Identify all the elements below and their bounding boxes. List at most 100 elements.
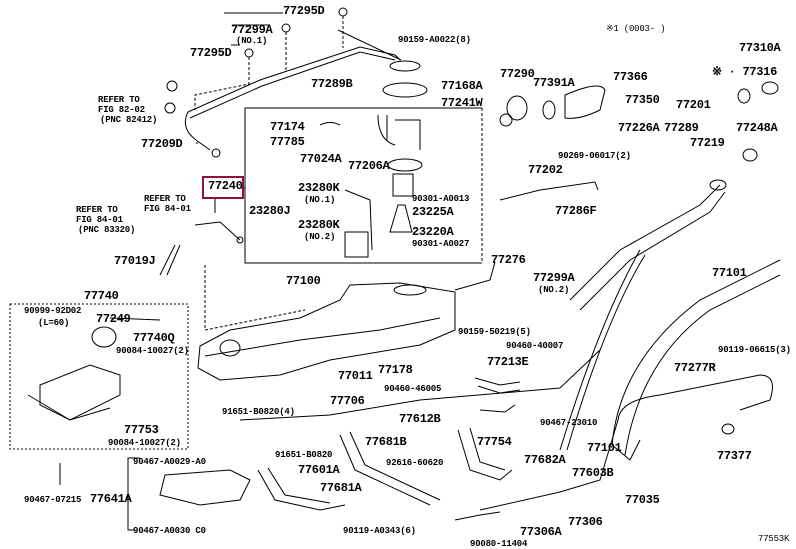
part-callout[interactable]: 77681A <box>320 481 362 495</box>
part-callout[interactable]: 77219 <box>690 136 725 150</box>
part-callout[interactable]: 90467-07215 <box>24 495 82 505</box>
part-callout[interactable]: 77740Q <box>133 331 175 345</box>
part-callout[interactable]: 90080-11404 <box>470 539 528 549</box>
part-callout[interactable]: 77682A <box>524 453 566 467</box>
highlighted-part-label[interactable]: 77240 <box>208 179 243 193</box>
part-callout[interactable]: 23280K <box>298 218 340 232</box>
part-callout[interactable]: 90301-A0027 <box>412 239 470 249</box>
part-callout: (NO.2) <box>304 232 336 242</box>
part-callout[interactable]: 23225A <box>412 205 454 219</box>
part-callout[interactable]: 77168A <box>441 79 483 93</box>
part-callout[interactable]: 90467-A0029-A0 <box>133 457 206 467</box>
part-callout[interactable]: 77101 <box>712 266 747 280</box>
part-callout[interactable]: 77295D <box>190 46 232 60</box>
part-callout[interactable]: 77641A <box>90 492 132 506</box>
part-callout[interactable]: 77601A <box>298 463 340 477</box>
part-callout[interactable]: 77290 <box>500 67 535 81</box>
part-callout[interactable]: 77249 <box>96 312 131 326</box>
part-callout[interactable]: 77289 <box>664 121 699 135</box>
fuel-pump-group-box <box>244 107 482 264</box>
part-callout[interactable]: 90159-A0022(8) <box>398 35 471 45</box>
part-callout[interactable]: 77035 <box>625 493 660 507</box>
part-callout[interactable]: 77295D <box>283 4 325 18</box>
part-callout[interactable]: 77753 <box>124 423 159 437</box>
part-callout[interactable]: 90467-A0030 C0 <box>133 526 206 536</box>
part-callout[interactable]: 77754 <box>477 435 512 449</box>
part-callout[interactable]: 23220A <box>412 225 454 239</box>
part-callout[interactable]: 77201 <box>676 98 711 112</box>
part-callout: FIG 84-01 <box>76 215 123 225</box>
part-callout: (PNC 82412) <box>100 115 158 125</box>
part-callout[interactable]: 77174 <box>270 120 305 134</box>
highlighted-part-77240[interactable] <box>202 176 244 199</box>
part-callout: ※ · 77316 <box>712 65 777 79</box>
part-callout[interactable]: 77299A <box>533 271 575 285</box>
filler-neck <box>569 184 726 311</box>
part-callout[interactable]: 90119-06615(3) <box>718 345 791 355</box>
part-callout[interactable]: 77350 <box>625 93 660 107</box>
fuel-line-main <box>187 46 401 119</box>
filler-protector <box>611 259 781 461</box>
part-callout[interactable]: 77206A <box>348 159 390 173</box>
part-callout[interactable]: 90301-A0013 <box>412 194 470 204</box>
canister <box>39 364 121 421</box>
part-callout[interactable]: 23280K <box>298 181 340 195</box>
part-callout[interactable]: 77603B <box>572 466 614 480</box>
diagram-id: 77553K <box>758 534 790 544</box>
part-callout[interactable]: 90999-92D02 <box>24 306 82 316</box>
part-callout[interactable]: 77366 <box>613 70 648 84</box>
part-callout[interactable]: 77306A <box>520 525 562 539</box>
fuel-tank <box>197 282 456 381</box>
part-callout[interactable]: 77101 <box>587 441 622 455</box>
part-callout[interactable]: 77289B <box>311 77 353 91</box>
part-callout[interactable]: 77248A <box>736 121 778 135</box>
part-callout[interactable]: 90467-23010 <box>540 418 598 428</box>
part-callout: FIG 84-01 <box>144 204 191 214</box>
part-callout[interactable]: 23280J <box>249 204 291 218</box>
part-callout[interactable]: 77019J <box>114 254 156 268</box>
part-callout[interactable]: 77241W <box>441 96 483 110</box>
canister-group-box <box>9 303 189 450</box>
part-callout[interactable]: 77178 <box>378 363 413 377</box>
strap-77601A <box>257 467 346 511</box>
part-callout[interactable]: 90159-50219(5) <box>458 327 531 337</box>
part-callout[interactable]: 77299A <box>231 23 273 37</box>
part-callout[interactable]: 77377 <box>717 449 752 463</box>
part-callout[interactable]: 90460-46005 <box>384 384 442 394</box>
part-callout: (PNC 83320) <box>78 225 136 235</box>
part-callout[interactable]: 77226A <box>618 121 660 135</box>
part-callout[interactable]: 77202 <box>528 163 563 177</box>
part-callout: REFER TO <box>76 205 118 215</box>
part-callout[interactable]: 77785 <box>270 135 305 149</box>
part-callout[interactable]: 77306 <box>568 515 603 529</box>
part-callout[interactable]: 91651-B0820(4) <box>222 407 295 417</box>
part-callout[interactable]: 90084-10027(2) <box>116 346 189 356</box>
part-callout[interactable]: 92616-60620 <box>386 458 444 468</box>
bracket-77641A <box>159 469 251 506</box>
part-callout[interactable]: 77276 <box>491 253 526 267</box>
part-callout[interactable]: 77024A <box>300 152 342 166</box>
part-callout[interactable]: 77209D <box>141 137 183 151</box>
part-callout[interactable]: 90119-A0343(6) <box>343 526 416 536</box>
part-callout: (NO.2) <box>538 285 570 295</box>
part-callout: (L=60) <box>38 318 70 328</box>
part-callout[interactable]: 77213E <box>487 355 529 369</box>
part-callout[interactable]: 77681B <box>365 435 407 449</box>
part-callout[interactable]: 77286F <box>555 204 597 218</box>
part-callout[interactable]: 90084-10027(2) <box>108 438 181 448</box>
strap-77612B <box>339 431 441 506</box>
part-callout[interactable]: 77740 <box>84 289 119 303</box>
part-callout[interactable]: 77706 <box>330 394 365 408</box>
part-callout: (NO.1) <box>304 195 336 205</box>
part-callout[interactable]: 90269-06017(2) <box>558 151 631 161</box>
part-callout[interactable]: 77612B <box>399 412 441 426</box>
part-callout[interactable]: 77277R <box>674 361 716 375</box>
part-callout[interactable]: 77100 <box>286 274 321 288</box>
part-callout[interactable]: 91651-B0820 <box>275 450 333 460</box>
part-callout[interactable]: 77391A <box>533 76 575 90</box>
part-callout[interactable]: 90460-40007 <box>506 341 564 351</box>
part-callout[interactable]: 77011 <box>338 369 373 383</box>
part-callout[interactable]: 77310A <box>739 41 781 55</box>
